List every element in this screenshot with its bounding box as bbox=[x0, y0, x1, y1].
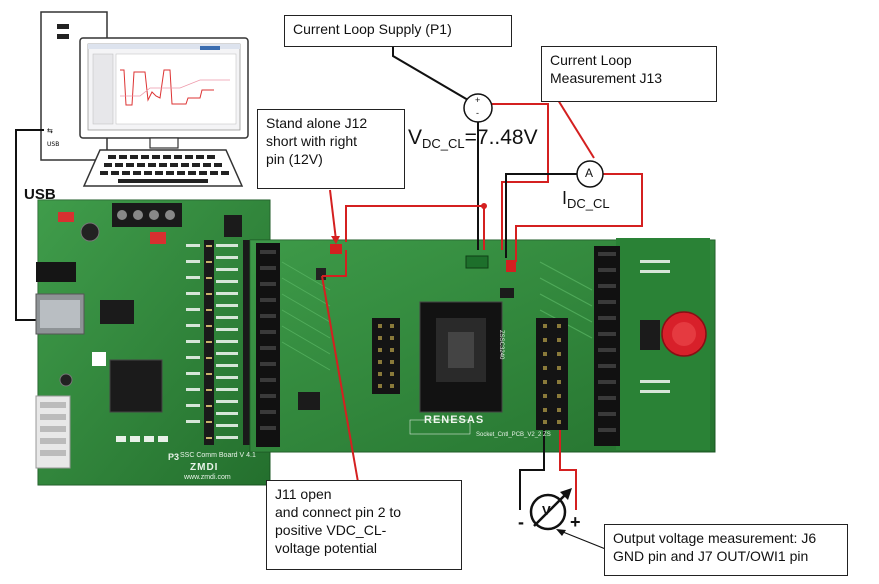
ammeter-icon bbox=[576, 160, 604, 188]
vdc-v: V bbox=[408, 126, 423, 149]
ammeter-wire-right bbox=[515, 173, 643, 262]
callout-current-loop-supply: Current Loop Supply (P1) bbox=[284, 15, 512, 47]
supply-black-wire bbox=[392, 46, 479, 109]
voltmeter-icon bbox=[529, 488, 572, 531]
callout-output-text: Output voltage measurement: J6 GND pin a… bbox=[613, 530, 817, 564]
ammeter-wire-left bbox=[505, 173, 578, 258]
board-socket-label: Socket_Cntl_PCB_V2_2 ZS bbox=[476, 432, 551, 438]
j12-loop bbox=[322, 250, 347, 277]
j11-leader bbox=[321, 275, 359, 483]
vdc-sub: DC_CL bbox=[422, 136, 465, 151]
board-website: www.zmdi.com bbox=[184, 474, 231, 481]
ammeter-label: A bbox=[585, 166, 594, 180]
usb-label: USB bbox=[24, 186, 56, 203]
vdc-rest: =7..48V bbox=[464, 126, 538, 149]
board-zmdi-logo: ZMDI bbox=[190, 462, 219, 473]
board-sensor-label: ZSSC3240 bbox=[498, 330, 504, 360]
callout-standalone-text: Stand alone J12 short with right pin (12… bbox=[266, 115, 368, 167]
source-minus-label: - bbox=[476, 108, 479, 118]
supply-plus-wire bbox=[492, 103, 549, 250]
callout-j11-text: J11 open and connect pin 2 to positive V… bbox=[275, 486, 402, 556]
source-plus-label: + bbox=[475, 95, 481, 105]
board-p3-label: P3 bbox=[168, 452, 180, 462]
usb-cable bbox=[15, 129, 44, 321]
standalone-leader bbox=[329, 189, 337, 241]
callout-current-loop-measurement: Current Loop Measurement J13 bbox=[541, 46, 717, 102]
idc-label: IDC_CL bbox=[562, 188, 610, 211]
voltmeter-red-wire bbox=[559, 430, 577, 510]
computer-icon: ⇆ USB bbox=[40, 11, 249, 187]
board-ssc-label: SSC Comm Board V 4.1 bbox=[180, 452, 256, 459]
callout-output-voltage: Output voltage measurement: J6 GND pin a… bbox=[604, 524, 848, 576]
voltmeter-v-label: V bbox=[542, 503, 551, 518]
measurement-leader bbox=[557, 99, 595, 159]
output-leader bbox=[557, 529, 609, 551]
callout-supply-text: Current Loop Supply (P1) bbox=[293, 21, 452, 37]
callout-measurement-text: Current Loop Measurement J13 bbox=[550, 52, 663, 86]
idc-sub: DC_CL bbox=[567, 196, 610, 211]
svg-text:USB: USB bbox=[47, 141, 59, 148]
voltmeter-minus-label: - bbox=[518, 512, 524, 532]
voltmeter-black-wire bbox=[519, 430, 545, 510]
voltage-source-icon bbox=[463, 93, 493, 123]
callout-j11-open: J11 open and connect pin 2 to positive V… bbox=[266, 480, 462, 570]
board-renesas-logo: RENESAS bbox=[424, 414, 485, 426]
vdc-label: VDC_CL=7..48V bbox=[408, 126, 538, 151]
idc-i: I bbox=[562, 188, 568, 208]
socket-board bbox=[249, 238, 716, 453]
voltmeter-plus-label: + bbox=[570, 512, 581, 532]
ssc-comm-board bbox=[35, 199, 271, 486]
j11-red-wire bbox=[345, 205, 485, 250]
callout-standalone-j12: Stand alone J12 short with right pin (12… bbox=[257, 109, 405, 189]
svg-text:⇆: ⇆ bbox=[47, 127, 53, 135]
